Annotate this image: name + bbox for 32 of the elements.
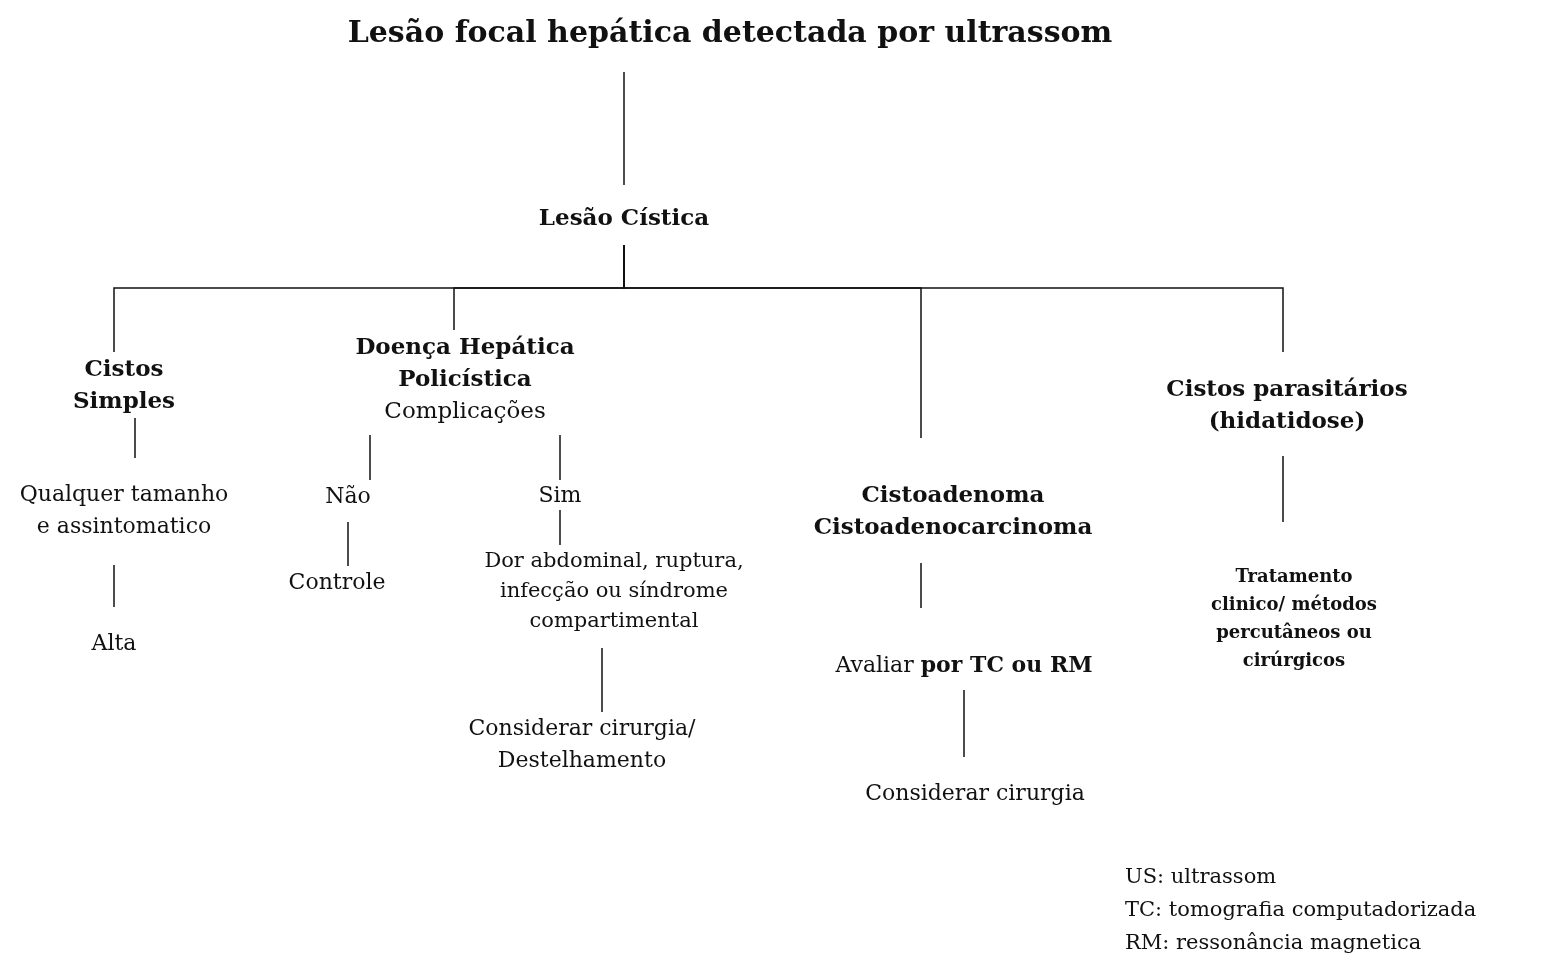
connector-line — [134, 417, 136, 459]
connector-line — [963, 689, 965, 758]
category-heading: Cistoadenoma Cistoadenocarcinoma — [812, 479, 1094, 541]
node-text: Não — [324, 482, 372, 510]
category-heading: Cistos parasitários (hidatidose) — [1165, 373, 1409, 435]
node-text: Avaliar por TC ou RM — [834, 650, 1094, 679]
connector-line — [559, 434, 561, 481]
connector-line — [369, 434, 371, 481]
root-heading: Lesão focal hepática detectada por ultrassom — [346, 13, 1114, 51]
category-heading: Lesão Cística — [537, 202, 711, 232]
node-text: Tratamento clinico/ métodos percutâneos ou cirúrgicos — [1210, 564, 1378, 672]
connector-line — [347, 521, 349, 567]
abbreviation-note: US: ultrassom — [1125, 863, 1277, 890]
node-text: Sim — [537, 481, 583, 509]
connector-line — [601, 647, 603, 713]
node-text: Considerar cirurgia — [864, 779, 1086, 807]
category-heading: Cistos Simples — [71, 353, 177, 415]
connector-line — [920, 562, 922, 609]
node-subtext: Complicações — [383, 396, 547, 425]
connector-line — [623, 244, 1284, 353]
node-text: Controle — [287, 568, 387, 596]
connector-line — [113, 564, 115, 608]
node-text: Qualquer tamanho e assintomatico — [18, 480, 230, 540]
node-text: Considerar cirurgia/ Destelhamento — [467, 714, 697, 774]
node-text: Alta — [90, 629, 138, 657]
category-heading: Doença Hepática Policística — [354, 331, 576, 393]
abbreviation-note: TC: tomografia computadorizada — [1125, 896, 1477, 923]
node-text: Dor abdominal, ruptura, infecção ou síndrome compartimental — [483, 547, 745, 634]
connector-line — [1282, 455, 1284, 523]
abbreviation-note: RM: ressonância magnetica — [1125, 929, 1422, 956]
connector-line — [559, 509, 561, 546]
connector-line — [623, 71, 625, 186]
